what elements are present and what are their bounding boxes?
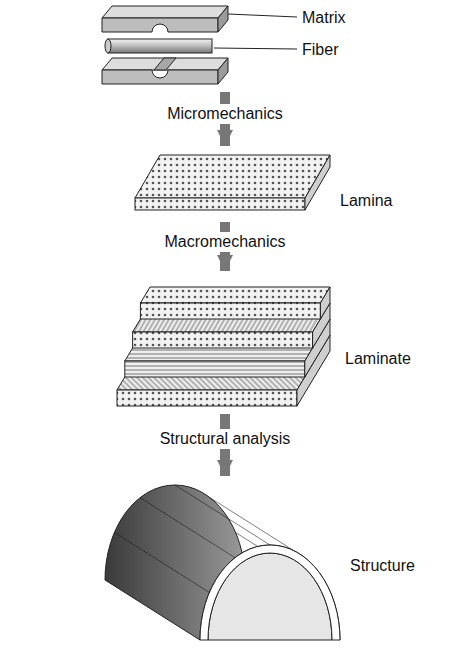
process-label: Micromechanics <box>163 104 287 124</box>
stage-figure: Lamina <box>120 148 420 220</box>
stage-figure: Laminate <box>110 273 440 412</box>
structure-drawing <box>105 485 340 640</box>
lamina-drawing <box>135 155 330 210</box>
matrix-fiber-drawing <box>102 6 228 84</box>
stage-figure: MatrixFiber <box>90 2 390 90</box>
process-label: Structural analysis <box>156 429 295 449</box>
edge-label-holder: Micromechanics <box>163 104 287 124</box>
stage-label: Matrix <box>302 8 346 28</box>
laminate-drawing <box>117 287 330 406</box>
stage-figure: Structure <box>100 478 460 645</box>
edge-label-holder: Structural analysis <box>156 429 295 449</box>
stage-label: Fiber <box>302 40 338 60</box>
stage-label: Structure <box>350 556 415 576</box>
process-label: Macromechanics <box>161 232 290 252</box>
leader-line <box>214 14 297 49</box>
stage-label: Lamina <box>340 191 392 211</box>
stage-label: Laminate <box>345 349 411 369</box>
edge-label-holder: Macromechanics <box>161 232 290 252</box>
